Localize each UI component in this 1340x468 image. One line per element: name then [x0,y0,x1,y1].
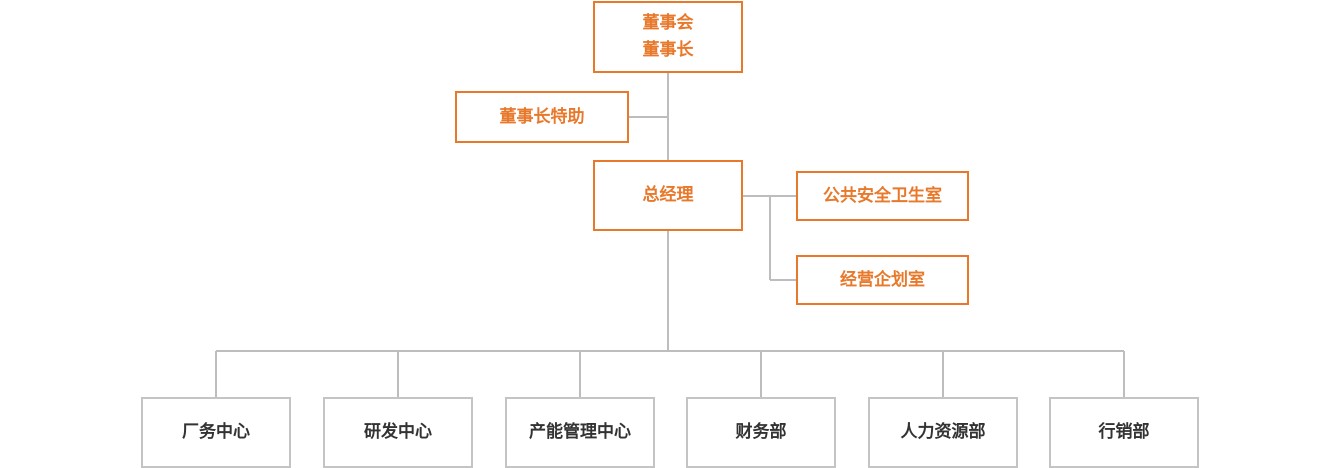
department-box: 产能管理中心 [505,397,655,468]
chairman-assistant-box: 董事长特助 [455,91,629,143]
department-label: 行销部 [1098,422,1150,442]
department-box: 行销部 [1049,397,1199,468]
department-label: 研发中心 [364,422,432,442]
chairman-label: 董事长 [642,40,694,60]
department-box: 厂务中心 [141,397,291,468]
office-label: 公共安全卫生室 [823,185,942,206]
office-label: 经营企划室 [840,269,925,290]
board-box: 董事会 董事长 [593,1,743,73]
department-label: 产能管理中心 [529,422,631,442]
general-manager-label: 总经理 [642,185,694,205]
chairman-assistant-label: 董事长特助 [499,106,585,127]
office-box-planning: 经营企划室 [796,255,969,305]
department-label: 厂务中心 [182,422,250,442]
department-label: 人力资源部 [900,422,986,442]
general-manager-box: 总经理 [593,160,743,231]
department-box: 研发中心 [323,397,473,468]
board-label: 董事会 [642,13,694,33]
office-box-public-safety: 公共安全卫生室 [796,171,969,221]
department-label: 财务部 [735,422,787,442]
department-box: 财务部 [686,397,836,468]
department-box: 人力资源部 [868,397,1018,468]
